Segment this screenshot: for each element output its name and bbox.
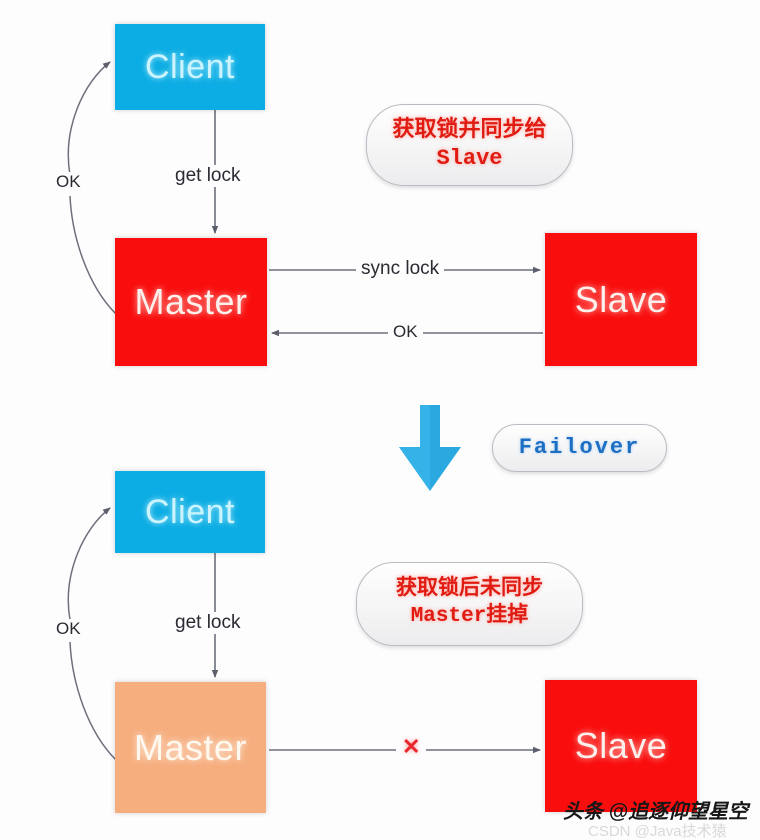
edge-master-to-client-bot-upper <box>67 507 111 621</box>
node-client-bottom-label: Client <box>145 492 235 531</box>
watermark-csdn: CSDN @Java技术猿 <box>588 823 727 840</box>
edge-label-ok-slave-to-master: OK <box>388 322 423 342</box>
edge-master-to-client-bot-lower <box>69 641 117 761</box>
edge-master-to-client-top-upper <box>67 61 111 176</box>
callout-sync-to-slave: 获取锁并同步给 Slave <box>366 104 573 186</box>
broken-link-cross-icon: ✕ <box>396 736 427 758</box>
callout-failover: Failover <box>492 424 667 472</box>
node-master-bottom[interactable]: Master <box>115 682 266 813</box>
callout-sync-to-slave-line2: Slave <box>436 146 503 171</box>
node-slave-top[interactable]: Slave <box>545 233 697 366</box>
edge-label-get-lock-bottom: get lock <box>170 612 246 634</box>
edge-master-to-client-top-lower <box>69 195 117 315</box>
node-client-top[interactable]: Client <box>115 24 265 110</box>
watermark-toutiao: 头条 @追逐仰望星空 <box>563 801 749 823</box>
node-client-bottom[interactable]: Client <box>115 471 265 553</box>
callout-master-down: 获取锁后未同步 Master挂掉 <box>356 562 583 646</box>
callout-sync-to-slave-line1: 获取锁并同步给 <box>392 117 547 143</box>
edge-label-get-lock-top: get lock <box>170 165 246 187</box>
node-slave-bottom-label: Slave <box>574 725 668 766</box>
node-master-bottom-label: Master <box>133 726 248 768</box>
callout-master-down-line2: Master挂掉 <box>410 605 529 628</box>
node-master-top[interactable]: Master <box>115 238 267 366</box>
callout-master-down-line1: 获取锁后未同步 <box>396 578 543 602</box>
node-client-top-label: Client <box>145 47 235 86</box>
edge-label-ok-left-bottom: OK <box>51 619 86 639</box>
edge-label-sync-lock: sync lock <box>356 258 445 280</box>
node-slave-top-label: Slave <box>574 278 668 320</box>
down-arrow-icon <box>399 405 461 491</box>
edge-label-ok-left-top: OK <box>51 172 86 192</box>
node-slave-bottom[interactable]: Slave <box>545 680 697 812</box>
callout-failover-label: Failover <box>518 434 641 460</box>
node-master-top-label: Master <box>134 281 248 322</box>
